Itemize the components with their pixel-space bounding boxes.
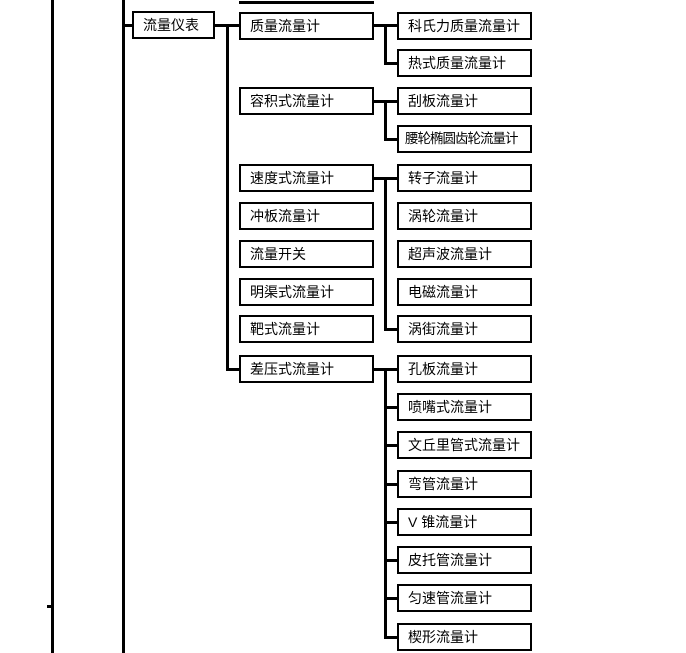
node-thermal-mass-flowmeter: 热式质量流量计: [397, 49, 532, 77]
node-ultrasonic-flowmeter: 超声波流量计: [397, 240, 532, 268]
node-coriolis-mass-flowmeter: 科氏力质量流量计: [397, 12, 532, 40]
node-target-flowmeter: 靶式流量计: [239, 315, 374, 343]
node-averaging-tube-flowmeter: 匀速管流量计: [397, 584, 532, 612]
node-rotameter: 转子流量计: [397, 164, 532, 192]
node-velocity-flowmeter: 速度式流量计: [239, 164, 374, 192]
node-differential-pressure-flowmeter: 差压式流量计: [239, 355, 374, 383]
connector-pd-rail: [384, 100, 387, 141]
connector-dp-rail: [384, 368, 387, 639]
node-nozzle-flowmeter: 喷嘴式流量计: [397, 393, 532, 421]
cropped-box-edge: [239, 1, 374, 4]
node-scraper-flowmeter: 刮板流量计: [397, 87, 532, 115]
cropped-ancestor-line-1: [51, 0, 54, 653]
connector-velocity-stub: [384, 328, 397, 331]
node-open-channel-flowmeter: 明渠式流量计: [239, 278, 374, 306]
node-mass-flowmeter: 质量流量计: [239, 12, 374, 40]
node-positive-displacement-flowmeter: 容积式流量计: [239, 87, 374, 115]
node-pitot-tube-flowmeter: 皮托管流量计: [397, 546, 532, 574]
connector-root-trunk: [226, 24, 229, 371]
connector-dp-stub: [384, 406, 397, 409]
connector-velocity-rail: [384, 177, 387, 331]
node-wedge-flowmeter: 楔形流量计: [397, 623, 532, 651]
node-vortex-flowmeter: 涡街流量计: [397, 315, 532, 343]
connector-pd-stub: [384, 138, 397, 141]
node-flow-instruments: 流量仪表: [132, 11, 215, 39]
node-venturi-tube-flowmeter: 文丘里管式流量计: [397, 431, 532, 459]
node-roots-oval-gear-flowmeter: 腰轮椭圆齿轮流量计: [397, 125, 532, 153]
connector-dp-stub: [384, 444, 397, 447]
connector-dp-stub: [384, 521, 397, 524]
connector-dp-stub: [384, 559, 397, 562]
cropped-branch-tick: [47, 605, 52, 608]
connector-mass-rail: [384, 24, 387, 65]
cropped-ancestor-line-2: [122, 0, 125, 653]
connector-dp-stub: [384, 483, 397, 486]
connector-ancestor-to-root: [123, 24, 135, 27]
node-flow-switch: 流量开关: [239, 240, 374, 268]
node-v-cone-flowmeter: V 锥流量计: [397, 508, 532, 536]
node-turbine-flowmeter: 涡轮流量计: [397, 202, 532, 230]
connector-dp-stub: [384, 636, 397, 639]
node-electromagnetic-flowmeter: 电磁流量计: [397, 278, 532, 306]
connector-dp-stub: [384, 597, 397, 600]
connector-trunk-to-diff-pressure: [226, 368, 242, 371]
node-impact-plate-flowmeter: 冲板流量计: [239, 202, 374, 230]
node-elbow-flowmeter: 弯管流量计: [397, 470, 532, 498]
connector-mass-stub: [384, 62, 397, 65]
node-orifice-plate-flowmeter: 孔板流量计: [397, 355, 532, 383]
